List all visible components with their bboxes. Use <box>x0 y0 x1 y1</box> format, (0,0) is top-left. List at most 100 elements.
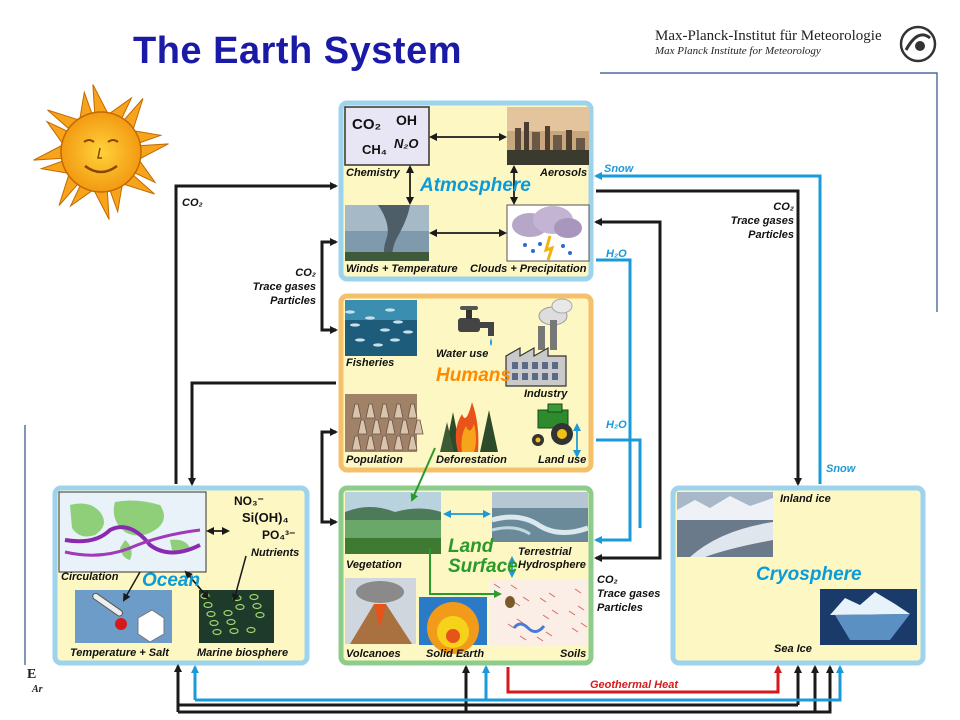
fish-mark <box>380 328 390 332</box>
soil-mark <box>542 614 550 620</box>
sun-ray <box>92 84 109 114</box>
deforestation-image <box>440 402 498 452</box>
fish-mark <box>355 338 365 342</box>
soil-mark <box>577 605 585 611</box>
institute-logo-icon <box>899 25 937 63</box>
chem-n2o: N₂O <box>394 136 419 151</box>
fish-mark <box>365 316 375 320</box>
edge-text-1: E <box>27 667 37 682</box>
sun-ray <box>33 144 63 161</box>
soil-mark <box>580 622 588 628</box>
cryosphere-title: Cryosphere <box>756 564 862 585</box>
fish-mark <box>350 323 360 327</box>
humans-title: Humans <box>436 365 511 386</box>
institute-logo-text: Max-Planck-Institut für Meteorologie Max… <box>655 28 882 57</box>
population-mark <box>407 435 418 451</box>
soil-mark <box>513 601 521 607</box>
soil-mark <box>516 618 524 624</box>
plankton-mark <box>226 618 236 626</box>
page-title: The Earth System <box>133 30 462 72</box>
inland-ice-image <box>677 492 773 557</box>
chem-no3: NO₃⁻ <box>234 494 264 508</box>
chem-co2: CO₂ <box>352 116 382 133</box>
label-land-use: Land use <box>538 454 587 466</box>
plankton-mark <box>212 628 222 636</box>
sun-ray <box>139 143 169 160</box>
chemistry-image <box>344 106 430 166</box>
soil-mark <box>571 627 579 633</box>
flow-trace-right-l1: CO₂ <box>773 201 794 213</box>
population-mark <box>371 419 382 435</box>
label-fisheries: Fisheries <box>346 357 395 369</box>
population-mark <box>393 435 404 451</box>
geothermal-arrow <box>506 665 782 694</box>
flow-h2o-mid: H₂O <box>606 419 627 431</box>
fisheries-image <box>345 300 417 356</box>
fish-mark <box>373 343 383 347</box>
label-marine: Marine biosphere <box>197 647 289 659</box>
label-solid-earth: Solid Earth <box>426 648 485 660</box>
population-mark <box>379 403 390 419</box>
plankton-mark <box>229 627 239 635</box>
label-volcanoes: Volcanoes <box>346 648 401 660</box>
plankton-mark <box>249 593 259 601</box>
label-circulation: Circulation <box>61 571 119 583</box>
plankton-mark <box>252 602 262 610</box>
population-mark <box>379 435 390 451</box>
solid-earth-image <box>419 597 487 654</box>
flow-land-l3: Particles <box>597 602 643 614</box>
land-internal-arrows <box>443 423 581 578</box>
chem-po4: PO₄³⁻ <box>262 528 296 542</box>
clouds-image <box>506 204 590 262</box>
soil-mark <box>548 592 556 598</box>
flow-land-l2: Trace gases <box>597 588 661 600</box>
flow-trace-right-l2: Trace gases <box>730 215 794 227</box>
soil-mark <box>574 588 582 594</box>
plankton-mark <box>255 611 265 619</box>
aerosols-image <box>507 107 589 165</box>
land-title-line2: Surface <box>448 556 518 577</box>
flow-trace-right-l3: Particles <box>748 229 794 241</box>
soils-image <box>490 580 588 646</box>
circulation-image <box>58 491 207 573</box>
flow-geothermal: Geothermal Heat <box>590 679 679 691</box>
flow-land: CO₂ Trace gases Particles <box>597 573 660 615</box>
land-title-line1: Land <box>448 536 494 557</box>
population-mark <box>413 419 424 435</box>
label-population: Population <box>346 454 403 466</box>
label-industry: Industry <box>524 388 568 400</box>
flow-snow-top: Snow <box>604 163 634 175</box>
institute-name-en: Max Planck Institute for Meteorology <box>655 45 821 57</box>
plankton-mark <box>206 610 216 618</box>
label-nutrients: Nutrients <box>251 547 300 559</box>
chem-ch4: CH₄ <box>362 142 387 157</box>
fish-mark <box>385 308 395 312</box>
ocean-title: Ocean <box>142 570 201 591</box>
soil-mark <box>493 583 501 589</box>
flow-co2-left: CO₂ <box>182 197 203 209</box>
terrestrial-hydrosphere-image <box>491 492 589 542</box>
institute-name-de: Max-Planck-Institut für Meteorologie <box>655 28 882 44</box>
atmosphere-title: Atmosphere <box>420 175 531 196</box>
label-terrestrial: Terrestrial <box>518 546 572 558</box>
soil-mark <box>568 610 576 616</box>
population-mark <box>365 435 376 451</box>
marine-biosphere-image <box>199 590 274 643</box>
sea-ice-image <box>820 589 917 645</box>
volcano-image <box>345 578 416 644</box>
population-mark <box>393 403 404 419</box>
flow-trace-mid-l2: Trace gases <box>252 281 316 293</box>
plankton-mark <box>235 603 245 611</box>
label-soils: Soils <box>560 648 587 660</box>
soil-mark <box>507 623 515 629</box>
fish-mark <box>393 320 403 324</box>
flow-h2o-top: H₂O <box>606 248 627 260</box>
label-inland-ice: Inland ice <box>780 493 831 505</box>
soil-mark <box>522 596 530 602</box>
flow-land-l1: CO₂ <box>597 574 618 586</box>
flow-trace-mid-l3: Particles <box>270 295 316 307</box>
fish-mark <box>403 330 413 334</box>
fish-mark <box>345 310 355 314</box>
soil-mark <box>519 635 527 641</box>
